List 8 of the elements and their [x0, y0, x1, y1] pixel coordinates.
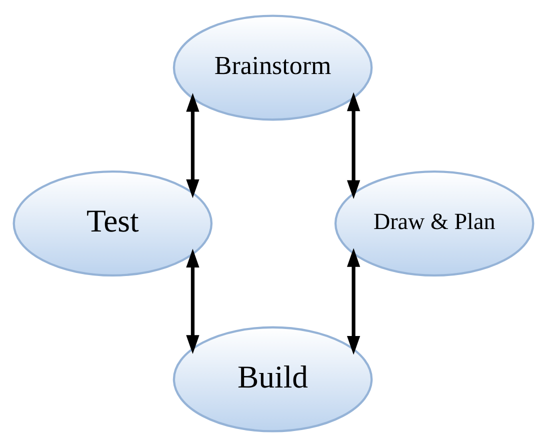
- node-ellipse: Build: [172, 326, 373, 432]
- arrow: [186, 248, 200, 354]
- node-ellipse: Brainstorm: [172, 14, 373, 121]
- arrow: [346, 248, 360, 355]
- node-ellipse: Test: [12, 170, 213, 277]
- arrow: [346, 92, 360, 199]
- node-ellipse: Draw & Plan: [334, 170, 534, 277]
- arrow: [186, 92, 200, 198]
